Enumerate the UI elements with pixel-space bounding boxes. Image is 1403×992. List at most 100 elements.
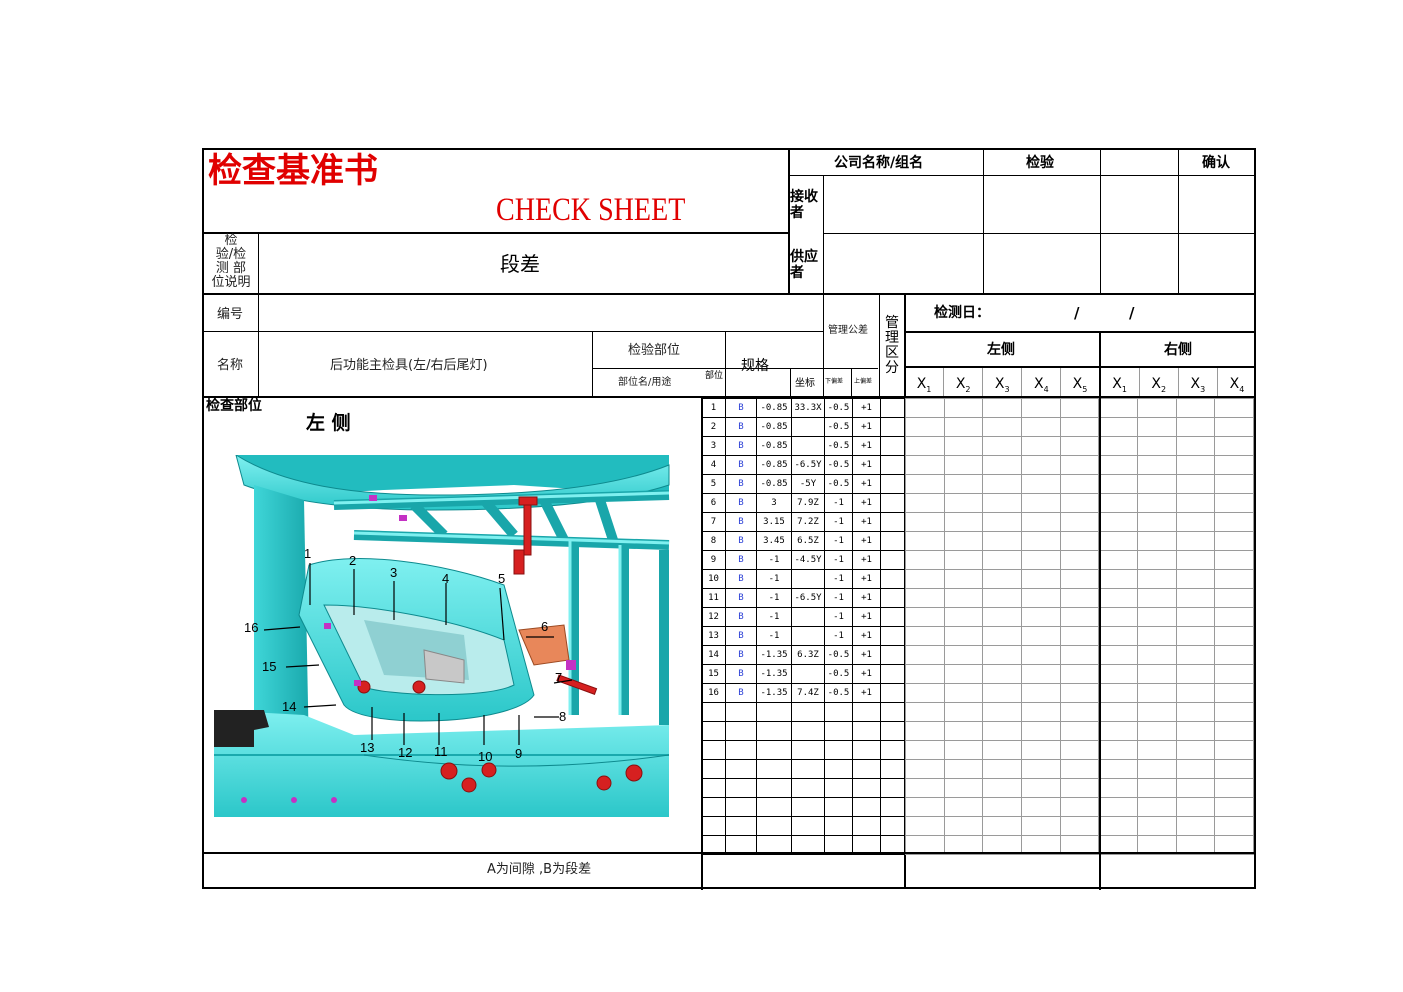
measure-cell[interactable]: [1098, 778, 1138, 798]
measure-cell[interactable]: [1136, 702, 1177, 722]
measure-cell[interactable]: [1020, 797, 1061, 817]
measure-cell[interactable]: [1020, 759, 1061, 779]
measure-cell[interactable]: [1136, 398, 1177, 418]
measure-cell[interactable]: [982, 569, 1022, 589]
measure-cell[interactable]: [1175, 683, 1216, 703]
measure-cell[interactable]: [1136, 683, 1177, 703]
measure-cell[interactable]: [1214, 474, 1254, 494]
measure-cell[interactable]: [905, 645, 945, 665]
measure-cell[interactable]: [1020, 683, 1061, 703]
measure-cell[interactable]: [982, 683, 1022, 703]
measure-cell[interactable]: [1136, 778, 1177, 798]
measure-cell[interactable]: [943, 683, 984, 703]
measure-cell[interactable]: [905, 797, 945, 817]
measure-cell[interactable]: [1214, 778, 1254, 798]
measure-cell[interactable]: [943, 417, 984, 437]
measure-cell[interactable]: [905, 740, 945, 760]
measure-cell[interactable]: [982, 702, 1022, 722]
measure-cell[interactable]: [905, 816, 945, 836]
measure-cell[interactable]: [1059, 664, 1100, 684]
measure-cell[interactable]: [982, 626, 1022, 646]
measure-cell[interactable]: [1020, 398, 1061, 418]
measure-cell[interactable]: [1098, 474, 1138, 494]
measure-cell[interactable]: [905, 702, 945, 722]
measure-cell[interactable]: [943, 778, 984, 798]
measure-cell[interactable]: [1175, 626, 1216, 646]
measure-cell[interactable]: [1020, 740, 1061, 760]
measure-cell[interactable]: [982, 531, 1022, 551]
measure-cell[interactable]: [1214, 816, 1254, 836]
measure-cell[interactable]: [1136, 740, 1177, 760]
measure-cell[interactable]: [905, 778, 945, 798]
measure-cell[interactable]: [1175, 550, 1216, 570]
measure-cell[interactable]: [1098, 759, 1138, 779]
measure-cell[interactable]: [1175, 512, 1216, 532]
measure-cell[interactable]: [1098, 797, 1138, 817]
measure-cell[interactable]: [1175, 417, 1216, 437]
measure-cell[interactable]: [1059, 531, 1100, 551]
measure-cell[interactable]: [1214, 797, 1254, 817]
measure-cell[interactable]: [1136, 816, 1177, 836]
measure-cell[interactable]: [1136, 645, 1177, 665]
measure-cell[interactable]: [1020, 721, 1061, 741]
measure-cell[interactable]: [943, 740, 984, 760]
measure-cell[interactable]: [1059, 778, 1100, 798]
measure-cell[interactable]: [1020, 607, 1061, 627]
measure-cell[interactable]: [1098, 740, 1138, 760]
measure-cell[interactable]: [1175, 398, 1216, 418]
measure-cell[interactable]: [905, 835, 945, 855]
measure-cell[interactable]: [1214, 607, 1254, 627]
measure-cell[interactable]: [1098, 683, 1138, 703]
measure-cell[interactable]: [1098, 436, 1138, 456]
measure-cell[interactable]: [1175, 455, 1216, 475]
measure-cell[interactable]: [1020, 588, 1061, 608]
measure-cell[interactable]: [943, 550, 984, 570]
measure-cell[interactable]: [1214, 740, 1254, 760]
measure-cell[interactable]: [1136, 550, 1177, 570]
measure-cell[interactable]: [1175, 740, 1216, 760]
measure-cell[interactable]: [1214, 512, 1254, 532]
measure-cell[interactable]: [1175, 569, 1216, 589]
measure-cell[interactable]: [943, 512, 984, 532]
measure-cell[interactable]: [905, 474, 945, 494]
measure-cell[interactable]: [1098, 588, 1138, 608]
measure-cell[interactable]: [1059, 569, 1100, 589]
measure-cell[interactable]: [1175, 474, 1216, 494]
measure-cell[interactable]: [1020, 626, 1061, 646]
measure-cell[interactable]: [1098, 645, 1138, 665]
measure-cell[interactable]: [982, 835, 1022, 855]
measure-cell[interactable]: [982, 721, 1022, 741]
measure-cell[interactable]: [982, 588, 1022, 608]
measure-cell[interactable]: [1059, 816, 1100, 836]
measure-cell[interactable]: [1136, 569, 1177, 589]
measure-cell[interactable]: [1214, 436, 1254, 456]
measure-cell[interactable]: [982, 778, 1022, 798]
measure-cell[interactable]: [1175, 645, 1216, 665]
measure-cell[interactable]: [982, 550, 1022, 570]
measure-cell[interactable]: [905, 588, 945, 608]
measure-cell[interactable]: [982, 664, 1022, 684]
measure-cell[interactable]: [943, 835, 984, 855]
measure-cell[interactable]: [1059, 417, 1100, 437]
measure-cell[interactable]: [1214, 455, 1254, 475]
measure-cell[interactable]: [1020, 436, 1061, 456]
measure-cell[interactable]: [1136, 474, 1177, 494]
measure-cell[interactable]: [1175, 436, 1216, 456]
measure-cell[interactable]: [982, 455, 1022, 475]
measure-cell[interactable]: [1136, 721, 1177, 741]
measure-cell[interactable]: [1175, 493, 1216, 513]
measure-cell[interactable]: [982, 474, 1022, 494]
measure-cell[interactable]: [1136, 588, 1177, 608]
measure-cell[interactable]: [1059, 398, 1100, 418]
measure-cell[interactable]: [1214, 550, 1254, 570]
measure-cell[interactable]: [905, 569, 945, 589]
measure-cell[interactable]: [982, 816, 1022, 836]
measure-cell[interactable]: [943, 607, 984, 627]
measure-cell[interactable]: [1214, 588, 1254, 608]
measure-cell[interactable]: [1020, 816, 1061, 836]
measure-cell[interactable]: [1020, 512, 1061, 532]
measure-cell[interactable]: [905, 455, 945, 475]
measure-cell[interactable]: [1136, 417, 1177, 437]
measure-cell[interactable]: [943, 569, 984, 589]
measure-cell[interactable]: [905, 436, 945, 456]
